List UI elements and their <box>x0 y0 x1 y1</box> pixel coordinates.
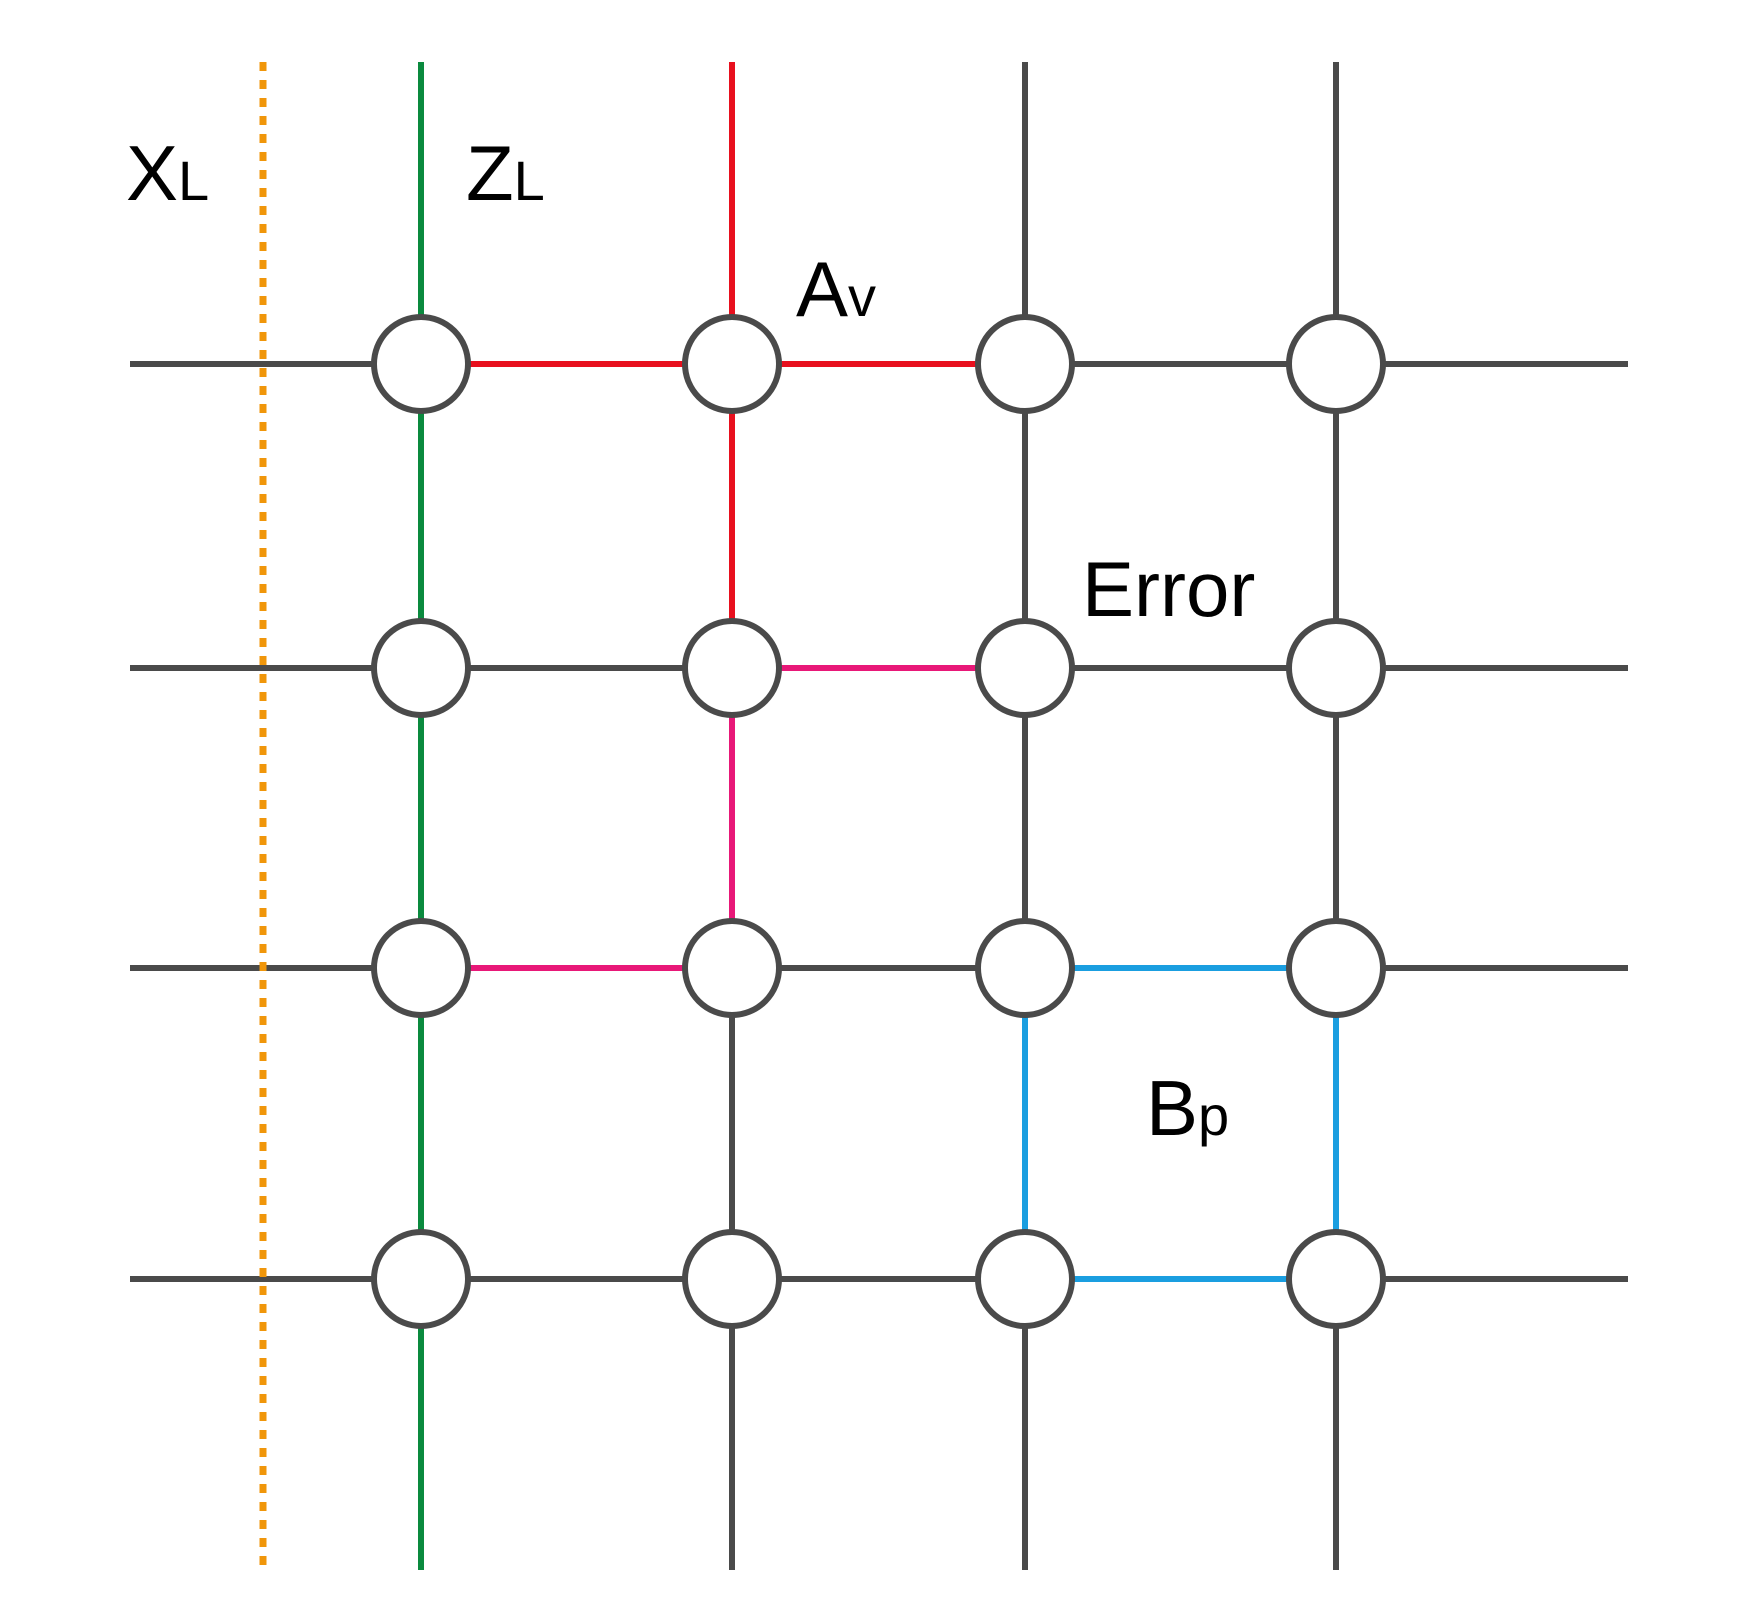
qubit-node <box>371 1229 471 1329</box>
lattice-edges <box>130 62 1628 1570</box>
qubit-node <box>1286 314 1386 414</box>
plaquette-operator-label-sub: p <box>1198 1084 1229 1147</box>
qubit-node <box>682 314 782 414</box>
logical-x-label: XL <box>126 129 209 217</box>
qubit-nodes <box>371 314 1386 1329</box>
logical-z-label-main: Z <box>466 129 514 217</box>
logical-x-label-sub: L <box>178 149 209 212</box>
qubit-node <box>1286 618 1386 718</box>
highlighted-edges <box>418 62 1339 1570</box>
qubit-node <box>1286 1229 1386 1329</box>
qubit-node <box>975 918 1075 1018</box>
qubit-node <box>682 1229 782 1329</box>
qubit-node <box>1286 918 1386 1018</box>
logical-z-label-sub: L <box>514 149 545 212</box>
vertex-operator-label: Av <box>796 245 876 333</box>
error-label: Error <box>1082 545 1255 633</box>
plaquette-operator-label: Bp <box>1146 1064 1229 1152</box>
logical-z-label: ZL <box>466 129 545 217</box>
qubit-node <box>682 918 782 1018</box>
vertex-operator-label-main: A <box>796 245 848 333</box>
logical-x-label-main: X <box>126 129 178 217</box>
qubit-node <box>682 618 782 718</box>
plaquette-operator-label-main: B <box>1146 1064 1198 1152</box>
qubit-node <box>975 314 1075 414</box>
vertex-operator-label-sub: v <box>848 265 876 328</box>
qubit-node <box>371 314 471 414</box>
qubit-node <box>975 618 1075 718</box>
qubit-node <box>371 918 471 1018</box>
qubit-node <box>371 618 471 718</box>
qubit-node <box>975 1229 1075 1329</box>
